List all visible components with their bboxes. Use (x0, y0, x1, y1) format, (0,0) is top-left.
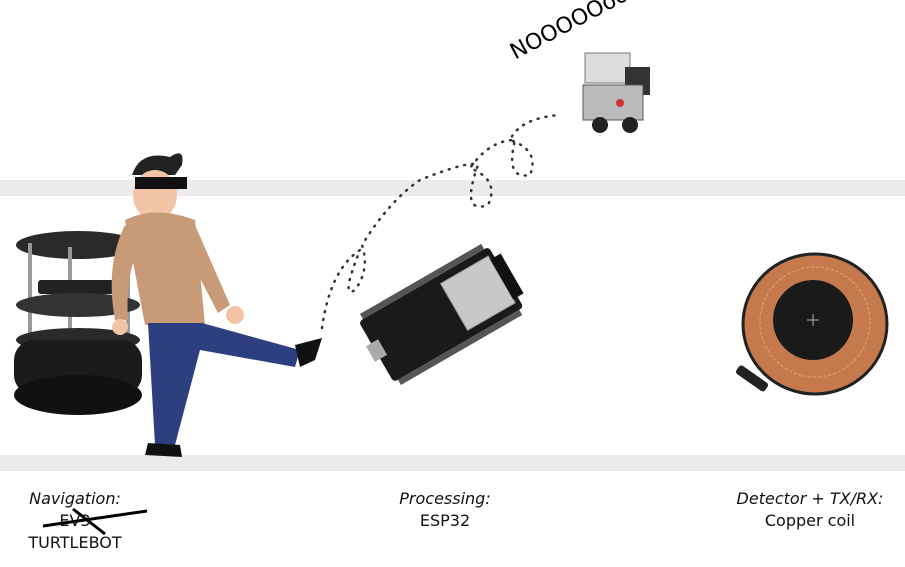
esp32-board-image (359, 243, 524, 385)
strike-x-marks (43, 507, 148, 536)
navigation-value: TURTLEBOT (28, 533, 122, 552)
top-gray-band (0, 180, 905, 196)
detector-value: Copper coil (764, 511, 856, 530)
processing-value: ESP32 (419, 511, 471, 530)
turtlebot-robot-image (14, 231, 142, 415)
detector-caption: Detector + TX/RX: Copper coil (715, 488, 905, 532)
flying-ev3-robot-image (582, 52, 650, 133)
struck-ev3-label: EV3 (43, 507, 148, 536)
processing-caption: Processing: ESP32 (345, 488, 545, 532)
detector-title: Detector + TX/RX: (736, 489, 884, 508)
navigation-caption: Navigation: EV3 TURTLEBOT (0, 488, 150, 554)
kicking-person-illustration (111, 153, 322, 457)
copper-coil-image (736, 252, 889, 396)
processing-title: Processing: (399, 489, 491, 508)
bottom-gray-band (0, 455, 905, 471)
navigation-title: Navigation: (29, 489, 121, 508)
